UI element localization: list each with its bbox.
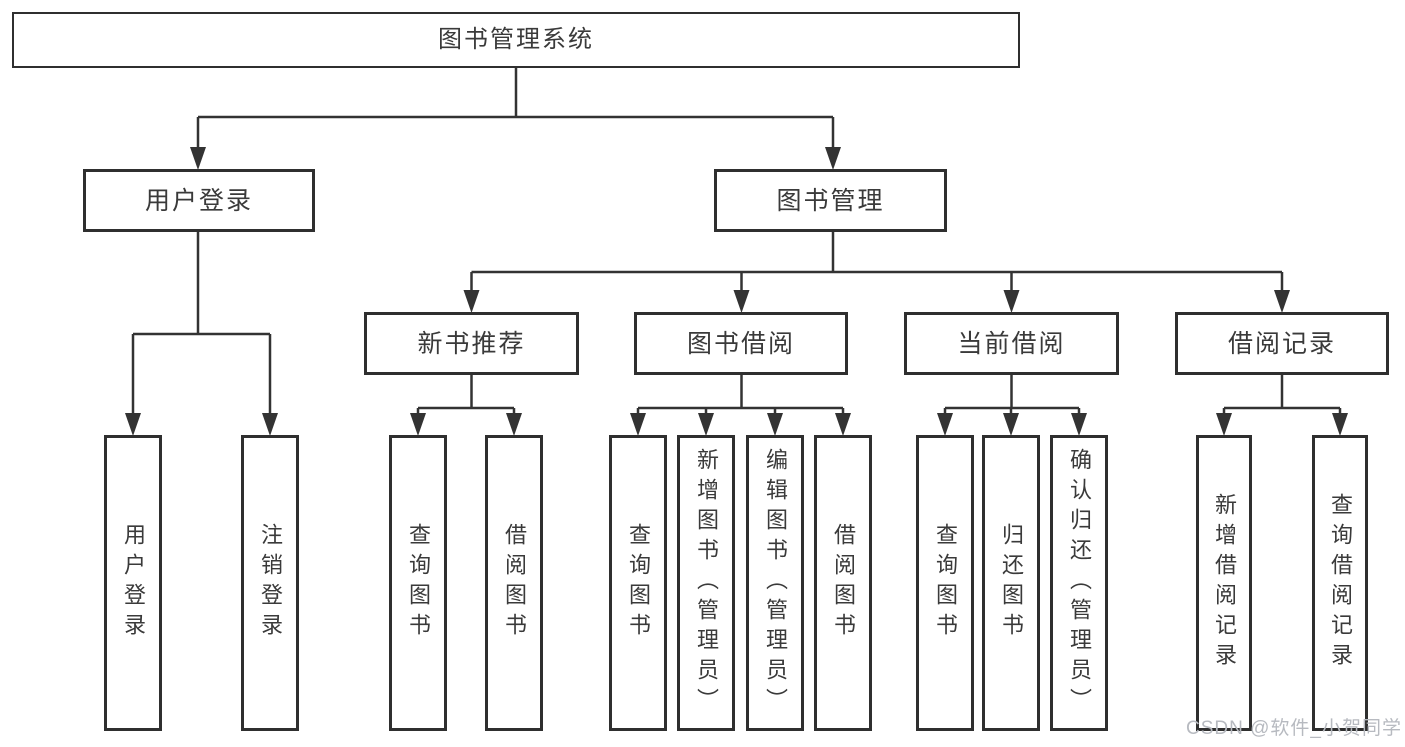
node-new-book-recommend: 新书推荐 bbox=[364, 312, 579, 375]
leaf-confirm-return-admin: 确认归还（管理员） bbox=[1050, 435, 1108, 731]
leaf-search-books-1: 查询图书 bbox=[389, 435, 447, 731]
watermark: CSDN @软件_小贺同学 bbox=[1186, 718, 1402, 739]
leaf-logout: 注销登录 bbox=[241, 435, 299, 731]
node-current-borrowing: 当前借阅 bbox=[904, 312, 1119, 375]
leaf-borrow-books-2: 借阅图书 bbox=[814, 435, 872, 731]
leaf-search-borrow-record: 查询借阅记录 bbox=[1312, 435, 1368, 731]
leaf-add-book-admin: 新增图书（管理员） bbox=[677, 435, 735, 731]
node-library-system: 图书管理系统 bbox=[12, 12, 1020, 68]
node-borrowing-records: 借阅记录 bbox=[1175, 312, 1389, 375]
leaf-user-login: 用户登录 bbox=[104, 435, 162, 731]
leaf-search-books-3: 查询图书 bbox=[916, 435, 974, 731]
node-book-management: 图书管理 bbox=[714, 169, 947, 232]
leaf-search-books-2: 查询图书 bbox=[609, 435, 667, 731]
leaf-edit-book-admin: 编辑图书（管理员） bbox=[746, 435, 804, 731]
leaf-add-borrow-record: 新增借阅记录 bbox=[1196, 435, 1252, 731]
node-book-borrowing: 图书借阅 bbox=[634, 312, 848, 375]
leaf-return-book: 归还图书 bbox=[982, 435, 1040, 731]
node-user-login: 用户登录 bbox=[83, 169, 315, 232]
leaf-borrow-books-1: 借阅图书 bbox=[485, 435, 543, 731]
